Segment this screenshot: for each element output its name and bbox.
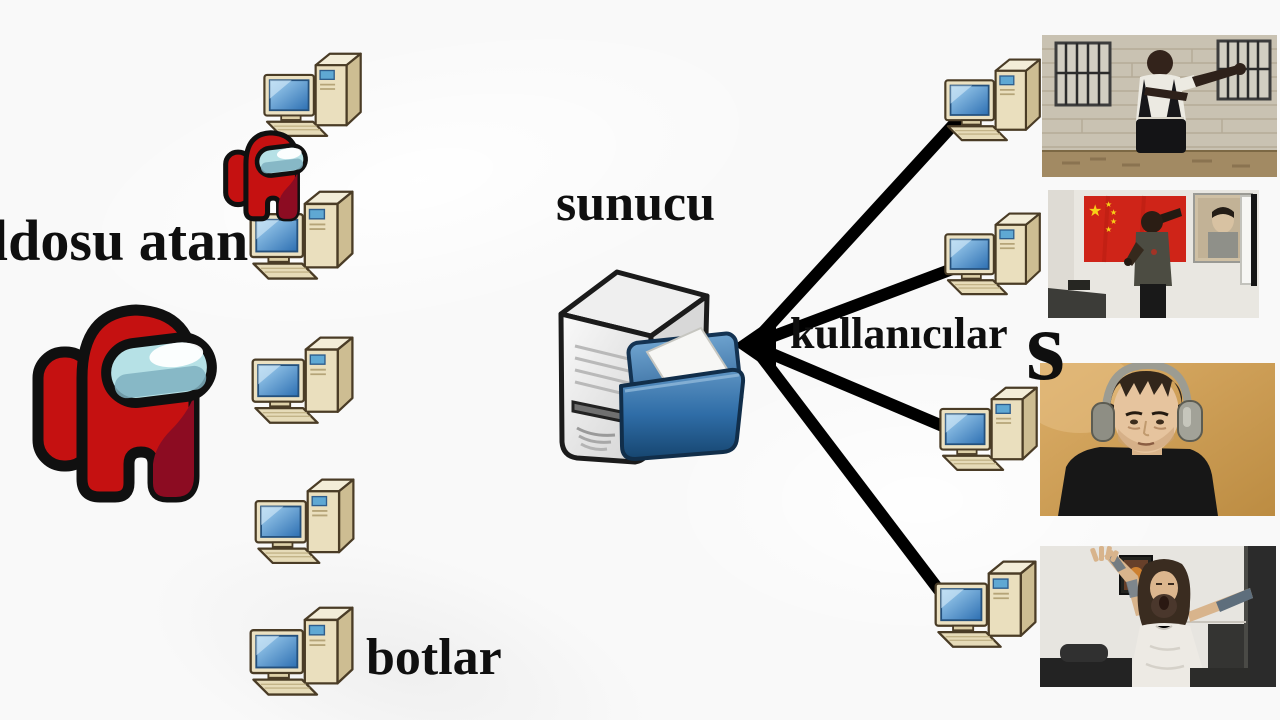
server-label: sunucu (556, 175, 715, 232)
headphone-cup-left (1091, 402, 1115, 442)
user-webcam-photo-2: ★ ★ ★ ★ ★ (1048, 190, 1259, 318)
user-webcam-photo-4 (1040, 546, 1276, 687)
user-webcam-photo-1 (1042, 35, 1277, 177)
cobblestone-ground (1042, 151, 1277, 177)
open-mouth (1159, 596, 1169, 610)
mao-portrait (1193, 193, 1253, 263)
bot-computer-icon-5 (246, 604, 358, 703)
desk-equipment (1040, 658, 1132, 687)
among-us-crewmate-large (30, 278, 230, 508)
user-computer-icon-2 (941, 210, 1045, 302)
svg-text:★: ★ (1105, 225, 1112, 234)
barred-window-left (1054, 41, 1112, 107)
bots-label: botlar (366, 629, 502, 686)
bot-computer-icon-3 (248, 334, 358, 431)
svg-text:★: ★ (1105, 200, 1112, 209)
svg-text:★: ★ (1088, 201, 1102, 220)
folder-icon (619, 326, 746, 461)
users-overflow-letter: s (1026, 290, 1065, 401)
desk (1048, 288, 1106, 318)
saluting-man (1124, 208, 1182, 318)
user-computer-icon-4 (931, 558, 1041, 655)
users-label: kullanıcılar (790, 309, 1008, 358)
user-computer-icon-1 (941, 56, 1045, 148)
attacker-label: ldosu atan (0, 208, 249, 273)
user-webcam-photo-3 (1040, 363, 1275, 516)
svg-text:★: ★ (1110, 208, 1117, 217)
dancing-man (1136, 50, 1246, 153)
bot-computer-icon-4 (251, 476, 359, 571)
svg-text:★: ★ (1110, 217, 1117, 226)
server-icon (558, 269, 746, 465)
